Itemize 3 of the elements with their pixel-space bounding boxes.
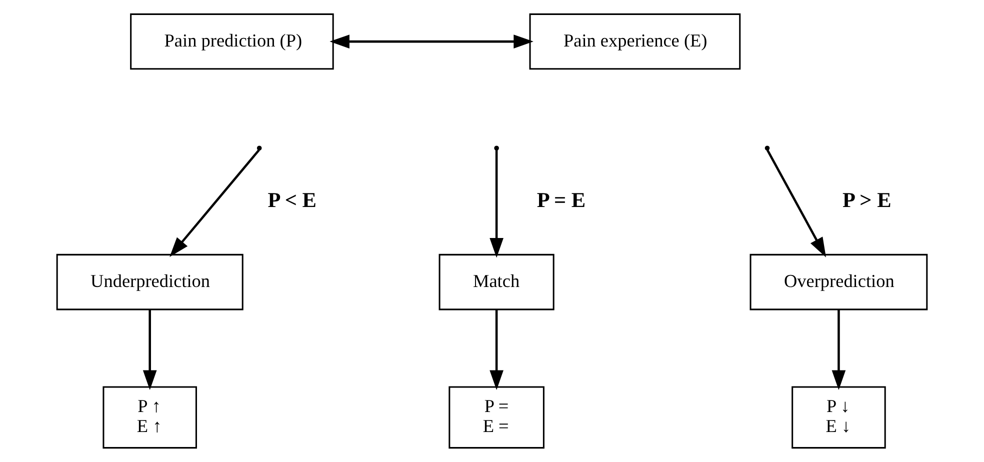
edge-label: P > E xyxy=(842,188,892,212)
edge-label: P < E xyxy=(268,188,316,212)
edge-label: P = E xyxy=(536,188,586,212)
